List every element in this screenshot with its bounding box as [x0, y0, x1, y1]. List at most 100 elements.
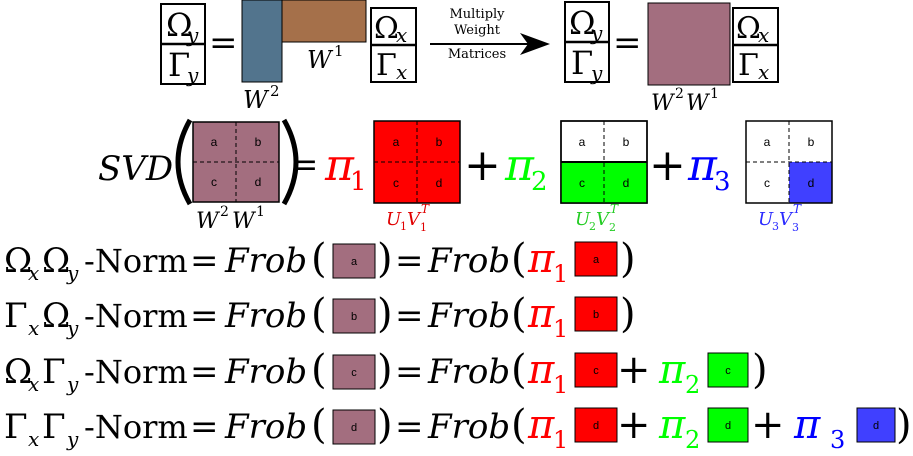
u2v2-cell-a: a	[579, 135, 586, 149]
norm-input-cell: a	[332, 243, 376, 279]
pi3-symbol: π	[687, 140, 718, 191]
plus-1: +	[464, 140, 501, 191]
norm-greek-1: Γ	[4, 407, 28, 447]
u2-letter: U	[575, 209, 591, 230]
omega-y-symbol-right: Ω	[569, 4, 596, 42]
norm-input-cell: d	[332, 409, 376, 445]
norm-close-paren-2: )	[620, 291, 636, 337]
u1-subscript: 1	[400, 220, 407, 233]
norm-frob-1: Frob	[224, 241, 307, 281]
norm-pi1-subscript: 1	[553, 371, 568, 399]
gamma-y-subscript-right: y	[590, 61, 603, 85]
svd-equals: =	[290, 145, 319, 185]
svd-operator: SVD	[98, 149, 173, 189]
norm-plus-1: +	[617, 347, 651, 393]
norm-greek-2: Ω	[42, 296, 70, 336]
v3-letter: V	[779, 209, 794, 230]
norm-frob-1: Frob	[224, 296, 307, 336]
cell-c: c	[211, 175, 217, 189]
norm-open-paren-1: (	[311, 347, 327, 393]
norm-open-paren-1: (	[311, 402, 327, 448]
fraction-omega-y-gamma-y-right: Ω y Γ y	[564, 1, 610, 85]
norm-pi2-subscript: 2	[685, 426, 700, 454]
pi2-symbol: π	[504, 140, 535, 191]
u2v2-cell-b: b	[623, 135, 630, 149]
u3v3-matrix: a b c d	[745, 120, 833, 204]
u2v2-label: U 2 V 2 T	[575, 202, 619, 234]
norm-input-cell: b	[332, 298, 376, 334]
equals-sign: =	[209, 23, 238, 63]
norm-greek-1-subscript: x	[28, 261, 39, 285]
norm-open-paren-2: (	[511, 291, 527, 337]
v2-subscript: 2	[609, 221, 616, 234]
gamma-x-subscript: x	[396, 60, 407, 84]
norm-close-paren-1: )	[377, 347, 393, 393]
v1-superscript: T	[421, 202, 430, 216]
norm-input-cell-label: b	[351, 311, 357, 323]
norm-pi1-subscript: 1	[553, 426, 568, 454]
cell-a: a	[211, 135, 218, 149]
norm-pi1-subscript: 1	[553, 315, 568, 343]
norm-open-paren-2: (	[511, 347, 527, 393]
u1-letter: U	[386, 209, 402, 230]
norm-pi1: π	[527, 236, 555, 282]
gamma-x-symbol: Γ	[376, 48, 397, 83]
norm-pi1: π	[527, 402, 555, 448]
gamma-y-symbol-right: Γ	[571, 44, 593, 82]
norm-equals-2: =	[395, 296, 424, 336]
u3v3-cell-a: a	[764, 135, 771, 149]
w2-block	[241, 0, 283, 83]
v1-letter: V	[407, 209, 422, 230]
arrow-text-line1: Multiply	[449, 7, 505, 22]
norm-greek-1: Γ	[4, 296, 28, 336]
norm-equals-2: =	[395, 407, 424, 447]
omega-y-subscript: y	[186, 23, 199, 47]
norm-pi1-subscript: 1	[553, 260, 568, 288]
omega-x-symbol: Ω	[374, 11, 399, 46]
norm-greek-1-subscript: x	[28, 427, 39, 451]
gamma-x-symbol-right: Γ	[738, 48, 759, 83]
norm-suffix: -Norm	[84, 297, 188, 335]
svd-open-paren	[175, 118, 193, 206]
norm-close-paren-1: )	[377, 236, 393, 282]
w1-superscript: 1	[334, 42, 344, 60]
v1-subscript: 1	[420, 221, 427, 234]
cell-b: b	[255, 135, 262, 149]
pi2-subscript: 2	[531, 167, 548, 197]
svd-row: SVD a b c d W 2 W 1 = π 1 a b c d	[98, 118, 833, 234]
norm-greek-1-subscript: x	[28, 316, 39, 340]
norm-pi1-cell-label: d	[593, 420, 599, 432]
norm-pi3: π	[793, 402, 821, 448]
norm-pi1-cell: b	[574, 296, 618, 332]
arrow-text-line2: Weight	[454, 23, 501, 38]
norm-equals-1: =	[190, 407, 219, 447]
u3v3-cell-b: b	[808, 135, 815, 149]
u2v2-cell-d: d	[623, 176, 630, 190]
svd-w1-superscript: 1	[256, 204, 265, 220]
norm-frob-1: Frob	[224, 352, 307, 392]
equals-sign-right: =	[613, 23, 642, 63]
norm-pi3-cell: d	[856, 407, 896, 443]
w1-label: W	[307, 46, 334, 74]
norm-open-paren-1: (	[311, 236, 327, 282]
top-row: Ω y Γ y = W 1 W 2 Ω x Γ x Multiply Weigh…	[160, 0, 779, 116]
gamma-y-symbol: Γ	[168, 46, 190, 84]
product-w2-superscript: 2	[675, 86, 684, 102]
norm-pi1-cell-label: a	[593, 254, 600, 266]
svd-close-paren	[281, 118, 299, 206]
plus-2: +	[649, 140, 686, 191]
product-w2-label: W	[651, 91, 676, 116]
norm-frob-2: Frob	[427, 352, 510, 392]
product-w1-superscript: 1	[710, 86, 719, 102]
u3-subscript: 3	[772, 220, 779, 233]
norm-frob-2: Frob	[427, 241, 510, 281]
u1v1-cell-d: d	[436, 176, 443, 190]
w2w1-product-block	[647, 2, 731, 86]
norm-greek-2: Γ	[42, 407, 66, 447]
u1v1-label: U 1 V 1 T	[386, 202, 430, 234]
norm-pi2: π	[658, 347, 686, 393]
norm-plus-1: +	[617, 402, 651, 448]
